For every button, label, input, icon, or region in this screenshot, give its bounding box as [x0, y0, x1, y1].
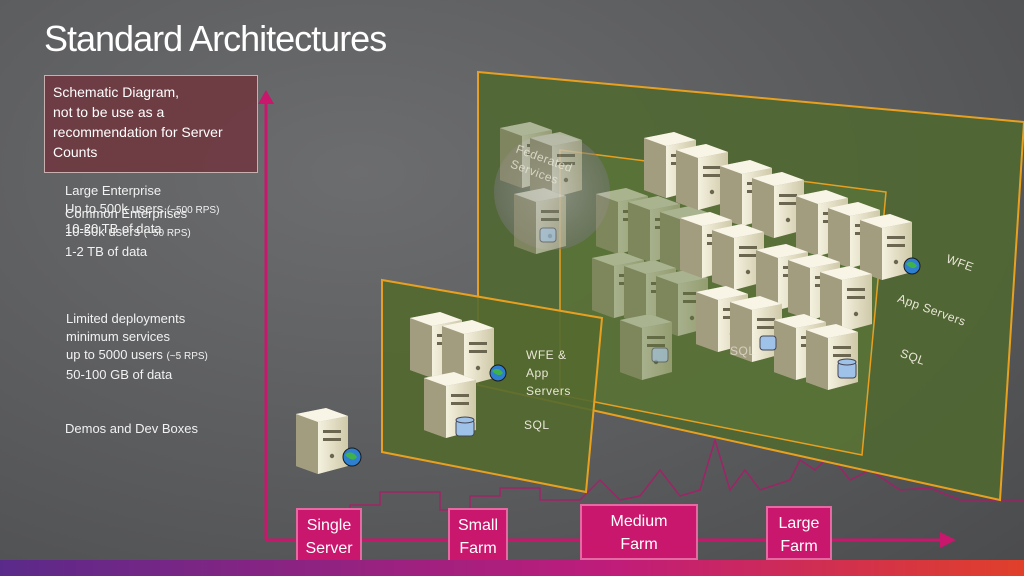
limited-line: minimum services: [66, 329, 171, 344]
small-panel-label: WFE & App Servers: [526, 346, 571, 400]
small-panel-servers: Servers: [526, 384, 571, 398]
limited-deployments-label: Limited deployments minimum services up …: [66, 310, 208, 384]
limited-data: 50-100 GB of data: [66, 367, 173, 382]
common-enterprises-users: 10-50k users (~50 RPS): [65, 224, 191, 239]
large-enterprise-label: Large Enterprise Up to 500k users (~500 …: [65, 182, 219, 238]
large-enterprise-data: 10-20 TB of data: [65, 221, 162, 236]
tier-single-server[interactable]: Single Server: [296, 508, 362, 562]
common-enterprises-title: Common Enterprises: [65, 206, 188, 221]
tier-line: Server: [305, 540, 353, 557]
small-panel-app: App: [526, 366, 549, 380]
page-title: Standard Architectures: [44, 18, 387, 59]
limited-line: Limited deployments: [66, 311, 186, 326]
tier-line: Large: [778, 515, 820, 532]
note-line: Counts: [53, 144, 98, 160]
medium-panel-sql: SQL: [730, 344, 756, 358]
bottom-accent-bar: [0, 560, 1024, 576]
tier-small-farm[interactable]: Small Farm: [448, 508, 508, 562]
tier-line: Small: [457, 517, 498, 534]
common-enterprises-data: 1-2 TB of data: [65, 244, 148, 259]
database-icon: [455, 227, 857, 437]
tier-line: Farm: [459, 540, 497, 557]
y-axis-arrow: [258, 90, 274, 104]
schematic-note: Schematic Diagram, not to be use as a re…: [44, 75, 258, 173]
single-server: [296, 408, 348, 474]
tier-line: Farm: [620, 536, 658, 553]
tier-medium-farm[interactable]: Medium Farm: [580, 504, 698, 560]
small-panel-wfe: WFE &: [526, 348, 567, 362]
demos-label: Demos and Dev Boxes: [65, 421, 198, 436]
common-enterprises-label: Common Enterprises 10-50k users (~50 RPS…: [65, 205, 191, 261]
tier-line: Farm: [780, 538, 818, 555]
tier-line: Single: [306, 517, 352, 534]
note-line: Schematic Diagram,: [53, 84, 180, 100]
globe-icon: [342, 257, 921, 467]
small-panel-sql: SQL: [524, 418, 550, 432]
note-line: not to be use as a: [53, 104, 165, 120]
limited-users: up to 5000 users (~5 RPS): [66, 347, 208, 362]
large-enterprise-users: Up to 500k users (~500 RPS): [65, 201, 220, 216]
large-enterprise-title: Large Enterprise: [65, 183, 162, 198]
x-axis-arrow: [940, 532, 956, 548]
note-line: recommendation for Server: [53, 124, 223, 140]
tier-large-farm[interactable]: Large Farm: [766, 506, 832, 560]
tier-line: Medium: [610, 513, 668, 530]
